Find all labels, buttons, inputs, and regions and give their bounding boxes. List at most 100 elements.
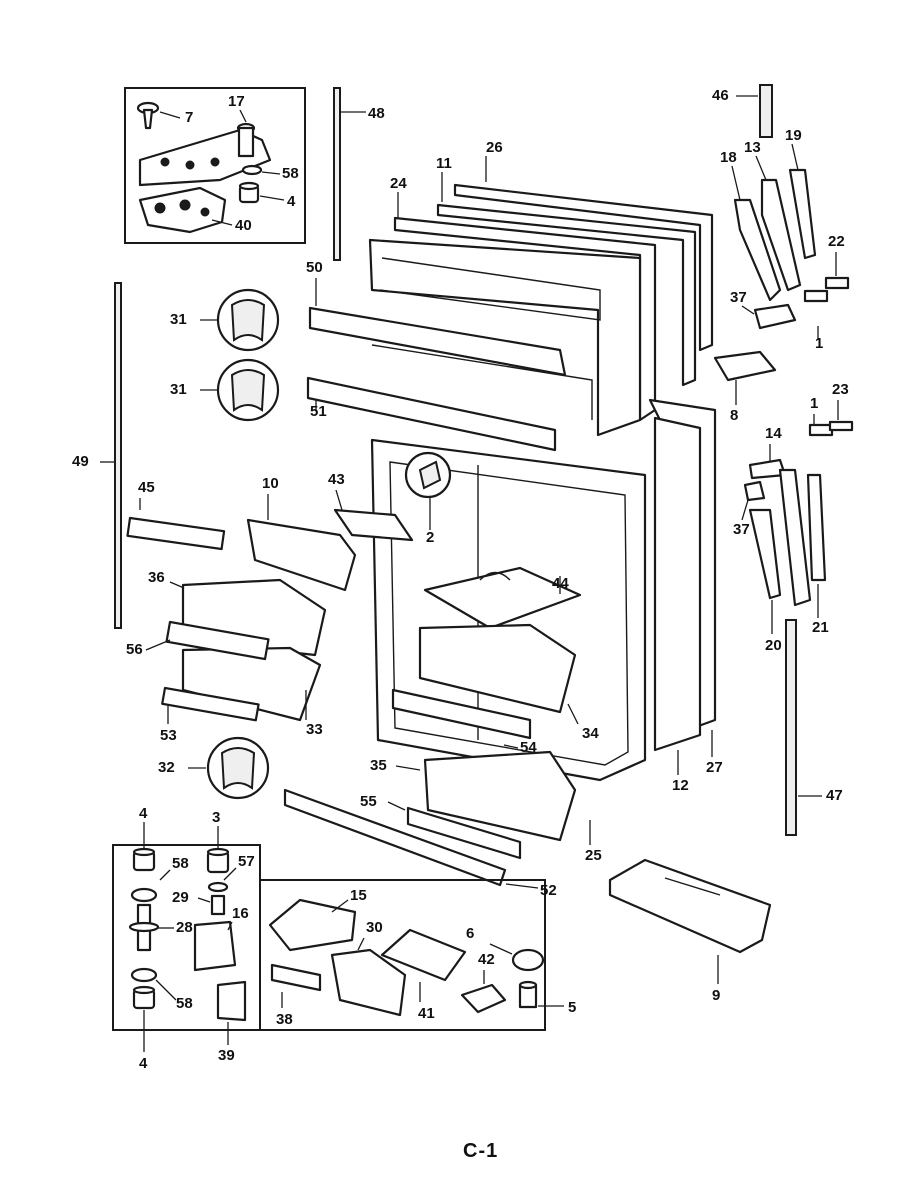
leader-line-17 <box>239 109 247 123</box>
leader-line-57 <box>223 867 237 881</box>
bracket-16 <box>193 920 237 972</box>
callout-46: 46 <box>712 87 729 104</box>
leader-line-36 <box>169 581 185 589</box>
callout-5: 5 <box>568 999 576 1016</box>
callout-23: 23 <box>832 381 849 398</box>
hinge-bracket-18 <box>733 198 782 302</box>
bottom-hardware-bounding-outline <box>260 879 546 1031</box>
callout-7: 7 <box>185 109 193 126</box>
leader-lines <box>100 95 839 1052</box>
spacer-1-top <box>803 289 829 303</box>
callout-1: 1 <box>815 335 823 352</box>
butter-compartment-43 <box>333 508 414 542</box>
callout-56: 56 <box>126 641 143 658</box>
washer-58-top <box>241 164 263 176</box>
freezer-door-outer-panel <box>436 183 714 387</box>
hinge-shim-plate <box>138 186 227 234</box>
hinge-pin <box>236 122 256 158</box>
callout-50: 50 <box>306 259 323 276</box>
callout-36: 36 <box>148 569 165 586</box>
door-shelf-34 <box>418 623 577 714</box>
leader-line-16 <box>227 921 233 931</box>
spacer-22 <box>824 276 850 290</box>
leader-line-15 <box>331 899 349 913</box>
leader-line-34 <box>567 703 579 725</box>
callout-31: 31 <box>170 311 187 328</box>
leader-line-55 <box>387 801 406 811</box>
callout-10: 10 <box>262 475 279 492</box>
spacer-23 <box>828 420 854 432</box>
callout-35: 35 <box>370 757 387 774</box>
callout-38: 38 <box>276 1011 293 1028</box>
shelf-clip-31-upper <box>216 288 280 352</box>
egg-tray-44 <box>423 566 582 630</box>
freezer-door-liner <box>368 216 657 437</box>
callout-13: 13 <box>744 139 761 156</box>
dairy-door-10 <box>246 518 357 592</box>
callout-47: 47 <box>826 787 843 804</box>
callout-2: 2 <box>426 529 434 546</box>
leader-line-56 <box>145 639 171 651</box>
callout-42: 42 <box>478 951 495 968</box>
callout-39: 39 <box>218 1047 235 1064</box>
hinge-arm-19 <box>788 168 817 260</box>
trim-56 <box>165 620 270 661</box>
hinge-arm-bracket <box>778 468 812 607</box>
callout-51: 51 <box>310 403 327 420</box>
spacer-1-mid <box>808 423 834 437</box>
bushing-4-left-lower <box>132 985 156 1010</box>
pin-29 <box>210 894 226 916</box>
callout-6: 6 <box>466 925 474 942</box>
callout-29: 29 <box>172 889 189 906</box>
callout-16: 16 <box>232 905 249 922</box>
leader-line-7 <box>159 111 181 119</box>
leader-line-58 <box>155 979 177 1001</box>
leader-line-6 <box>489 943 513 955</box>
callout-41: 41 <box>418 1005 435 1022</box>
callout-54: 54 <box>520 739 537 756</box>
shelf-trim-54 <box>391 688 532 740</box>
shelf-trim-55 <box>406 806 522 860</box>
door-shelf-35 <box>423 750 577 842</box>
washer-57 <box>207 881 229 893</box>
leader-line-58 <box>159 869 171 881</box>
washer-58-left-lower <box>130 967 158 983</box>
callout-17: 17 <box>228 93 245 110</box>
hinge-plate-37-top <box>753 303 797 330</box>
shelf-clip-31-lower <box>216 358 280 422</box>
callout-58: 58 <box>282 165 299 182</box>
bushing-3 <box>206 847 230 874</box>
callout-4: 4 <box>139 1055 148 1072</box>
hinge-plate-8 <box>713 350 777 382</box>
trim-45 <box>126 516 226 551</box>
leader-line-29 <box>197 897 211 903</box>
leader-line-54 <box>503 744 519 749</box>
callout-9: 9 <box>712 987 720 1004</box>
bushing-4-top <box>238 181 260 204</box>
callout-26: 26 <box>486 139 503 156</box>
callout-24: 24 <box>390 175 407 192</box>
toe-grille-slot <box>664 877 721 896</box>
callout-58: 58 <box>172 855 189 872</box>
bushing-4-left-upper <box>132 847 156 872</box>
callout-34: 34 <box>582 725 599 742</box>
callout-57: 57 <box>238 853 255 870</box>
callout-4: 4 <box>139 805 148 822</box>
leader-line-37 <box>741 305 755 315</box>
callout-18: 18 <box>720 149 737 166</box>
plate-30 <box>330 948 407 1017</box>
callout-27: 27 <box>706 759 723 776</box>
page-reference: C-1 <box>463 1140 499 1162</box>
leader-line-40 <box>211 219 233 226</box>
leader-line-35 <box>395 765 421 771</box>
callout-55: 55 <box>360 793 377 810</box>
bracket-39 <box>216 980 247 1022</box>
callout-37: 37 <box>730 289 747 306</box>
cap-6 <box>511 948 545 972</box>
fresh-food-door-outer <box>648 398 717 752</box>
callout-15: 15 <box>350 887 367 904</box>
leader-line-18 <box>731 165 741 201</box>
callout-43: 43 <box>328 471 345 488</box>
